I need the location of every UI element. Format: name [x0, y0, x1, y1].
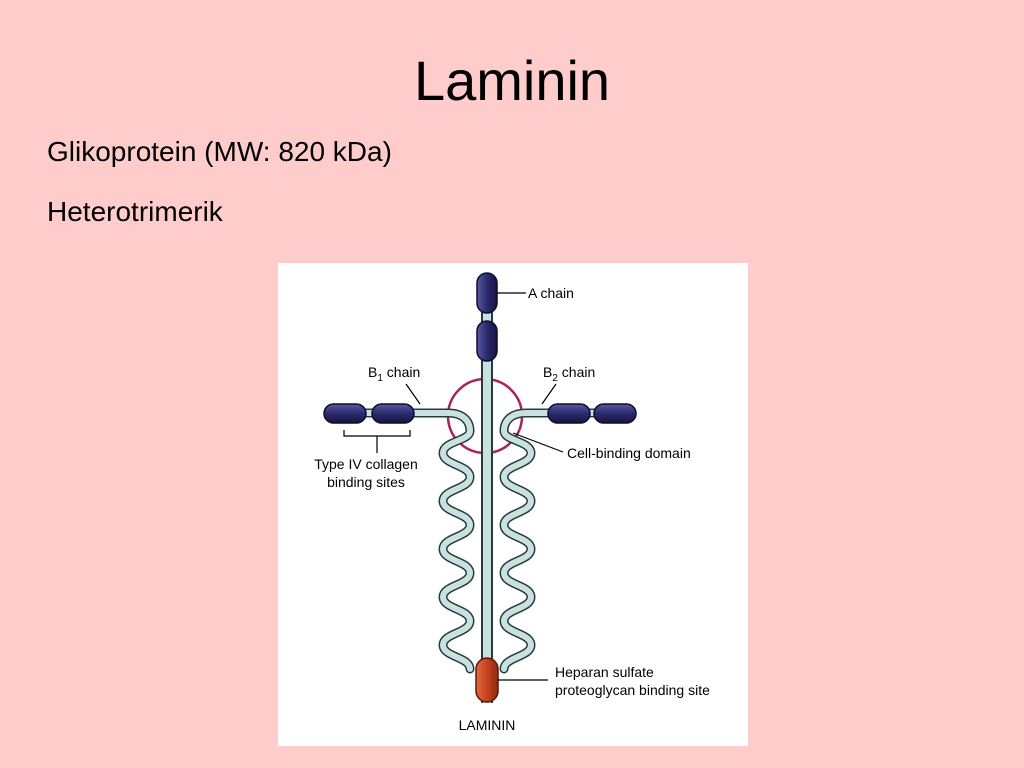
b2-chain-label: B2 chain	[543, 364, 595, 384]
heparan-label-line2: proteoglycan binding site	[555, 682, 710, 698]
b1-globule-outer	[323, 403, 367, 424]
diagram-caption: LAMININ	[459, 717, 516, 733]
heparan-globule	[475, 657, 499, 703]
bullet-heterotrimerik: Heterotrimerik	[47, 196, 223, 227]
a-chain-globule-top	[476, 272, 498, 314]
collagen-label-line1: Type IV collagen	[314, 456, 418, 472]
cell-binding-label: Cell-binding domain	[567, 445, 691, 461]
leader-lines	[343, 292, 564, 681]
a-chain-globule-second	[476, 320, 498, 362]
collagen-label-line2: binding sites	[327, 474, 405, 490]
b1-chain	[343, 408, 475, 674]
a-chain-label: A chain	[528, 285, 574, 301]
heparan-label-line1: Heparan sulfate	[555, 664, 654, 680]
b2-globule-inner	[547, 403, 591, 424]
b2-globule-outer	[593, 403, 637, 424]
slide-title: Laminin	[413, 49, 611, 112]
a-chain	[481, 303, 493, 703]
laminin-diagram: A chain B1 chain B2 chain Cell-binding d…	[278, 263, 748, 746]
b2-chain	[499, 408, 613, 674]
b1-globule-inner	[371, 403, 415, 424]
laminin-diagram-svg: A chain B1 chain B2 chain Cell-binding d…	[314, 272, 710, 733]
b1-chain-label: B1 chain	[368, 364, 420, 384]
bullet-glikoprotein: Glikoprotein (MW: 820 kDa)	[47, 136, 392, 167]
